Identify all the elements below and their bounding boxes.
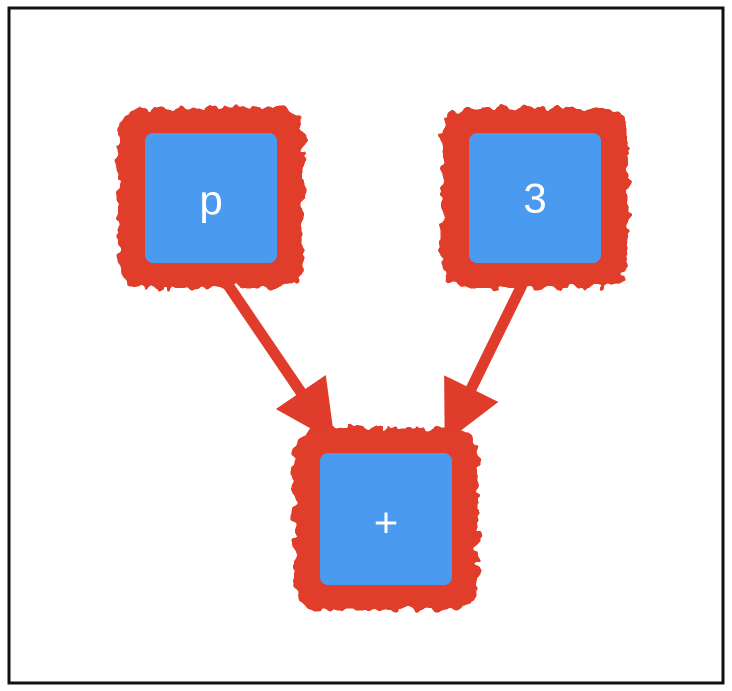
edge-3-to-plus <box>444 282 527 443</box>
edges-layer <box>223 281 527 443</box>
edge-p-to-plus <box>223 281 335 443</box>
node-p: p <box>118 108 304 288</box>
node-p-label: p <box>199 177 222 224</box>
node-3-fill <box>469 133 601 263</box>
node-p-fill <box>145 133 277 263</box>
node-3-label: 3 <box>523 175 546 222</box>
node-plus-label: + <box>374 499 399 546</box>
frame-border <box>7 6 725 685</box>
node-plus-fill <box>320 453 452 585</box>
node-3: 3 <box>442 108 628 288</box>
node-plus: + <box>294 428 478 610</box>
